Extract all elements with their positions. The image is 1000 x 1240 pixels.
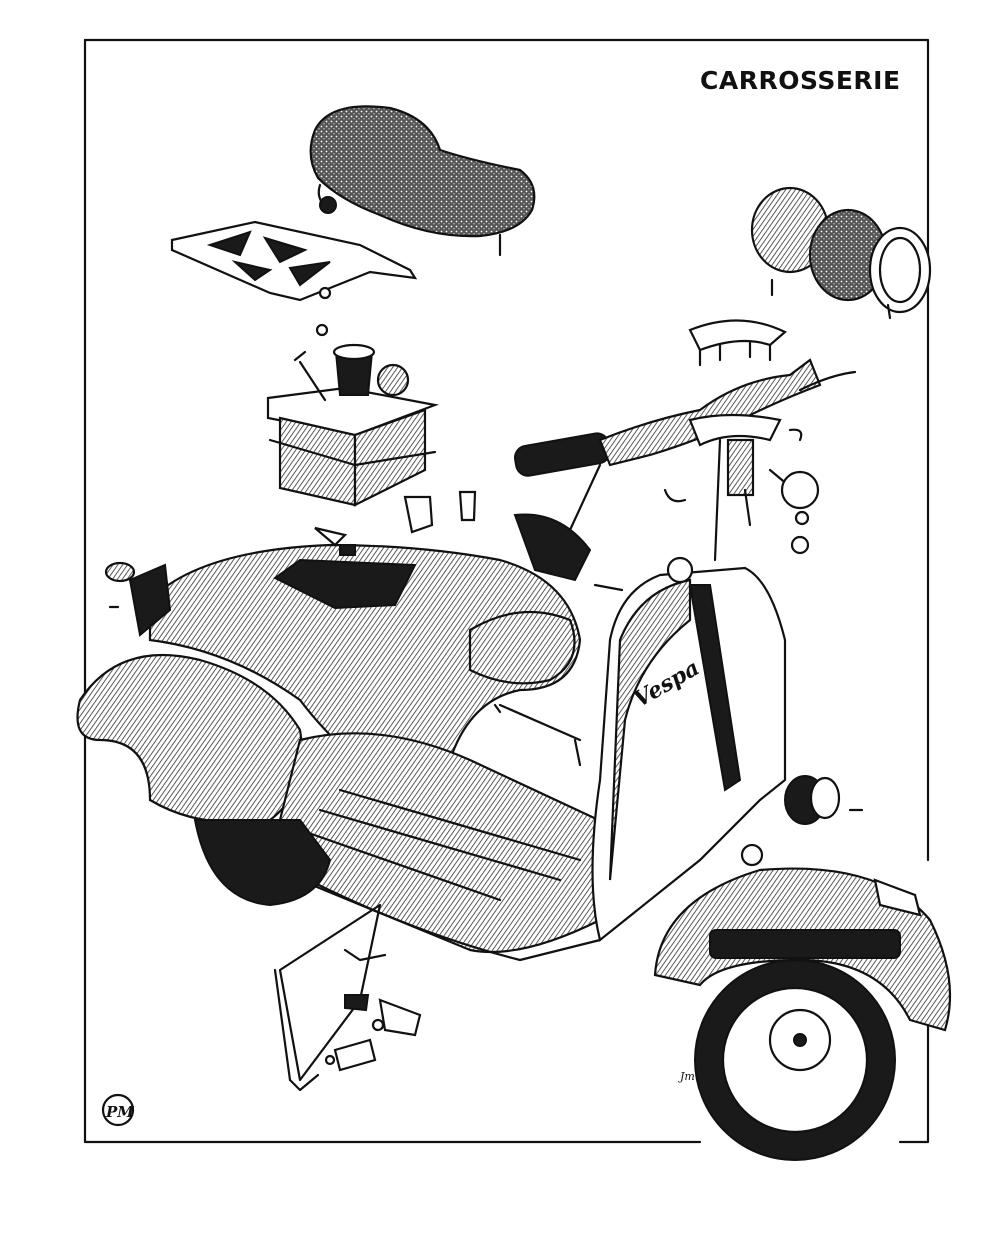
leg-shield: Vespa bbox=[591, 556, 864, 942]
saddle-seat bbox=[309, 105, 536, 257]
artist-signature: Jm bbox=[678, 1070, 695, 1083]
front-fender bbox=[653, 867, 952, 1032]
headlight-assembly bbox=[750, 186, 932, 320]
luggage-rack bbox=[170, 220, 418, 337]
front-wheel bbox=[694, 959, 896, 1161]
page-title: CARROSSERIE bbox=[700, 66, 901, 95]
page-border bbox=[83, 38, 930, 1144]
manufacturer-logo: PM bbox=[101, 1093, 134, 1127]
fuel-tank bbox=[266, 343, 477, 534]
small-hardware bbox=[108, 526, 624, 714]
rear-wheel bbox=[193, 819, 332, 907]
handlebar-assembly bbox=[513, 319, 857, 562]
logo-lettering: PM bbox=[105, 1103, 134, 1121]
center-stand bbox=[273, 903, 422, 1092]
rear-body-shell bbox=[76, 513, 592, 824]
